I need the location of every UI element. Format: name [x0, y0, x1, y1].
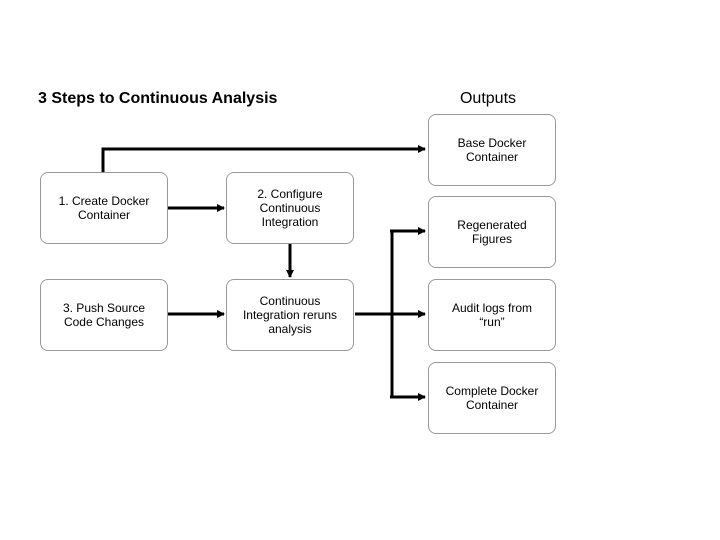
- step-create-docker-container: 1. Create Docker Container: [40, 172, 168, 244]
- step-ci-reruns-analysis: Continuous Integration reruns analysis: [226, 279, 354, 351]
- output-base-docker-container: Base Docker Container: [428, 114, 556, 186]
- diagram-title: 3 Steps to Continuous Analysis: [38, 90, 278, 107]
- output-complete-docker-container: Complete Docker Container: [428, 362, 556, 434]
- arrow-create-to-base-docker: [101, 145, 426, 172]
- output-audit-logs: Audit logs from “run”: [428, 279, 556, 351]
- step-push-source-code-changes: 3. Push Source Code Changes: [40, 279, 168, 351]
- output-regenerated-figures: Regenerated Figures: [428, 196, 556, 268]
- step-configure-continuous-integration: 2. Configure Continuous Integration: [226, 172, 354, 244]
- outputs-heading: Outputs: [459, 90, 517, 107]
